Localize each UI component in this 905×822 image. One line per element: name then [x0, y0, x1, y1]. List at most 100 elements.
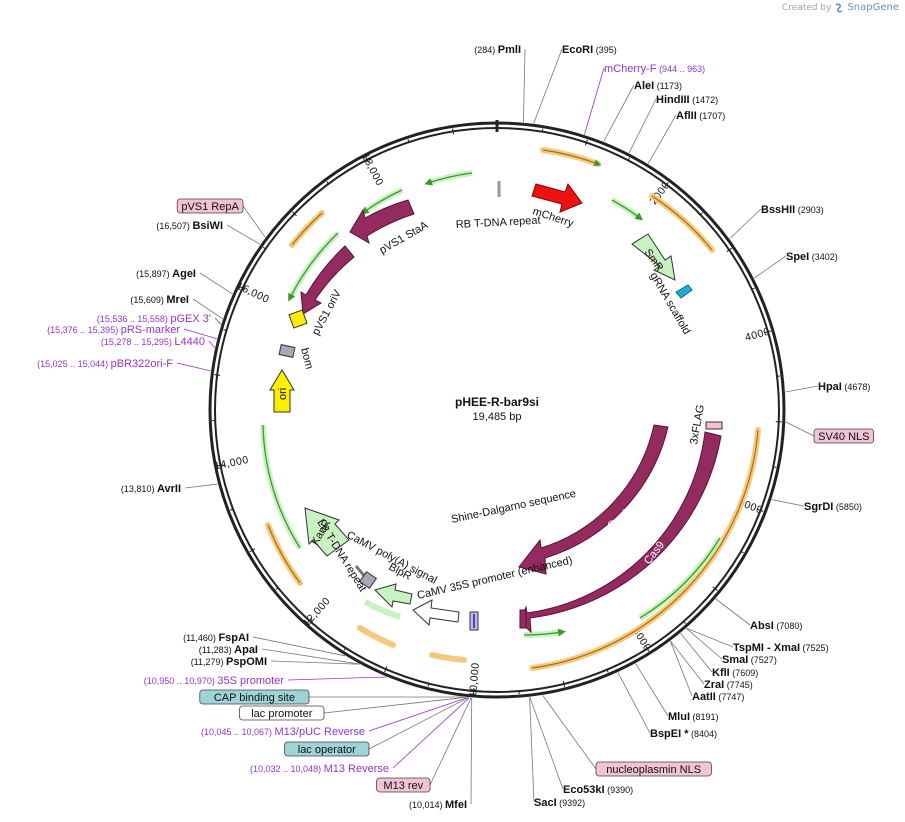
site-name: PmlI — [498, 44, 521, 56]
site-label-sgrdi: SgrDI (5850) — [804, 501, 862, 513]
site-label-alei: AleI (1173) — [634, 80, 682, 92]
site-position: (7080) — [774, 621, 803, 631]
site-label-ecori: EcoRI (395) — [562, 44, 617, 56]
tick-mark — [223, 329, 227, 331]
site-name: M13/pUC Reverse — [275, 726, 365, 738]
site-label-aatii: AatII (7747) — [692, 691, 744, 703]
leader-line — [214, 317, 222, 325]
site-position: (15,536 .. 15,558) — [97, 314, 171, 324]
site-label-agei: (15,897) AgeI — [136, 268, 196, 280]
grna-scaffold-arrow — [675, 284, 693, 299]
site-label-pvs1-repa: pVS1 RepA — [176, 198, 244, 214]
tick-mark — [214, 374, 221, 376]
site-label-text: SacI (9392) — [534, 797, 585, 809]
site-label-lac-operator: lac operator — [284, 741, 370, 757]
tick-mark — [764, 330, 771, 334]
site-label-text: (15,609) MreI — [130, 294, 189, 306]
site-position: (10,014) — [409, 800, 445, 810]
site-label-text: SgrDI (5850) — [804, 501, 862, 513]
site-name-extra: - XmaI — [764, 642, 800, 654]
tick-label: 12,000 — [301, 596, 332, 629]
site-position: (9392) — [557, 798, 586, 808]
feature-box — [176, 198, 244, 214]
site-label-text: (11,283) ApaI — [199, 644, 258, 656]
site-name: M13 Reverse — [324, 763, 389, 775]
tick-mark — [275, 587, 279, 590]
site-label-text: MluI (8191) — [668, 711, 719, 723]
site-label-mcherry-f: mCherry-F (944 .. 963) — [604, 63, 705, 75]
orange-arc-core-group — [267, 149, 759, 669]
site-name: KflI — [712, 667, 730, 679]
orange-arc-core — [542, 149, 602, 167]
tick-mark — [751, 287, 755, 290]
site-label-text: Eco53kI (9390) — [563, 784, 633, 796]
tick-mark — [606, 669, 609, 673]
site-label-saci: SacI (9392) — [534, 797, 585, 809]
tick-mark — [291, 211, 297, 217]
leader-line — [670, 641, 693, 697]
tick-label: 16,000 — [234, 281, 270, 306]
tick-mark — [326, 181, 329, 185]
leader-line — [542, 695, 597, 770]
site-position: (11,283) — [199, 645, 234, 655]
site-label-text: AflII (1707) — [676, 110, 725, 122]
site-position: (8191) — [690, 712, 719, 722]
cas9-outer-arrow — [519, 431, 722, 634]
leader-line — [470, 697, 473, 805]
tick-mark — [757, 508, 764, 512]
site-label-text: (10,032 .. 10,048) M13 Reverse — [250, 763, 389, 775]
site-label-absi: AbsI (7080) — [750, 620, 802, 632]
site-position: (7527) — [748, 655, 777, 665]
mcherry-arrow — [531, 182, 583, 213]
rb-tdna-label: RB T-DNA repeat — [456, 215, 541, 231]
site-name: mCherry-F — [604, 63, 657, 75]
site-label-nucleoplasmin-nls: nucleoplasmin NLS — [595, 761, 712, 777]
leader-line — [429, 697, 472, 786]
tick-mark — [712, 586, 718, 592]
site-label-text: AleI (1173) — [634, 80, 682, 92]
plasmid-length: 19,485 bp — [473, 411, 522, 423]
site-label-text: KflI (7609) — [712, 667, 758, 679]
tick-mark — [452, 128, 455, 135]
site-label-text: (11,460) FspAI — [183, 632, 249, 644]
leader-line — [323, 696, 466, 714]
feature-box — [199, 689, 310, 705]
site-label-text: (15,376 .. 15,395) pRS-marker — [47, 324, 180, 336]
orange-arc — [649, 193, 715, 253]
site-label-bspei-: BspEI * (8404) — [650, 728, 717, 740]
site-label-text: SmaI (7527) — [722, 654, 777, 666]
site-label-text: (16,507) BsiWI — [156, 220, 223, 232]
site-label-text: (10,045 .. 10,067) M13/pUC Reverse — [201, 726, 365, 738]
site-position: (395) — [593, 45, 617, 55]
leader-line — [753, 255, 787, 279]
site-position: (15,609) — [130, 295, 166, 305]
green-arc-core — [262, 424, 301, 549]
grna-label: gRNA scaffold — [647, 271, 692, 337]
leader-line — [368, 697, 469, 750]
site-name: HindIII — [656, 94, 690, 106]
site-position: (15,025 .. 15,044) — [37, 359, 111, 369]
site-label-35s-promoter: (10,950 .. 10,970) 35S promoter — [144, 675, 285, 687]
site-label-fspai: (11,460) FspAI — [183, 632, 249, 644]
ori-label: ori — [277, 388, 289, 400]
leader-line — [785, 385, 819, 393]
tick-mark — [683, 621, 686, 625]
feature-box-label: SV40 NLS — [818, 431, 869, 443]
site-position: (11,279) — [191, 657, 226, 667]
feature-box-label: nucleoplasmin NLS — [606, 764, 701, 776]
site-position: (1707) — [697, 111, 726, 121]
site-label-text: (11,279) PspOMI — [191, 656, 267, 668]
leader-line — [729, 208, 762, 239]
site-name: BspEI * — [650, 728, 689, 740]
feature-box — [284, 741, 370, 757]
site-label-text: (284) PmlI — [474, 44, 521, 56]
leader-line — [686, 628, 723, 660]
tick-mark — [307, 617, 312, 624]
site-position: (7525) — [800, 643, 829, 653]
feature-box — [376, 777, 431, 793]
tick-mark — [773, 466, 777, 468]
tick-label: 4000 — [744, 327, 772, 345]
credit-brand: SnapGene — [847, 2, 899, 13]
site-label-kfli: KflI (7609) — [712, 667, 758, 679]
green-arc — [363, 599, 401, 620]
